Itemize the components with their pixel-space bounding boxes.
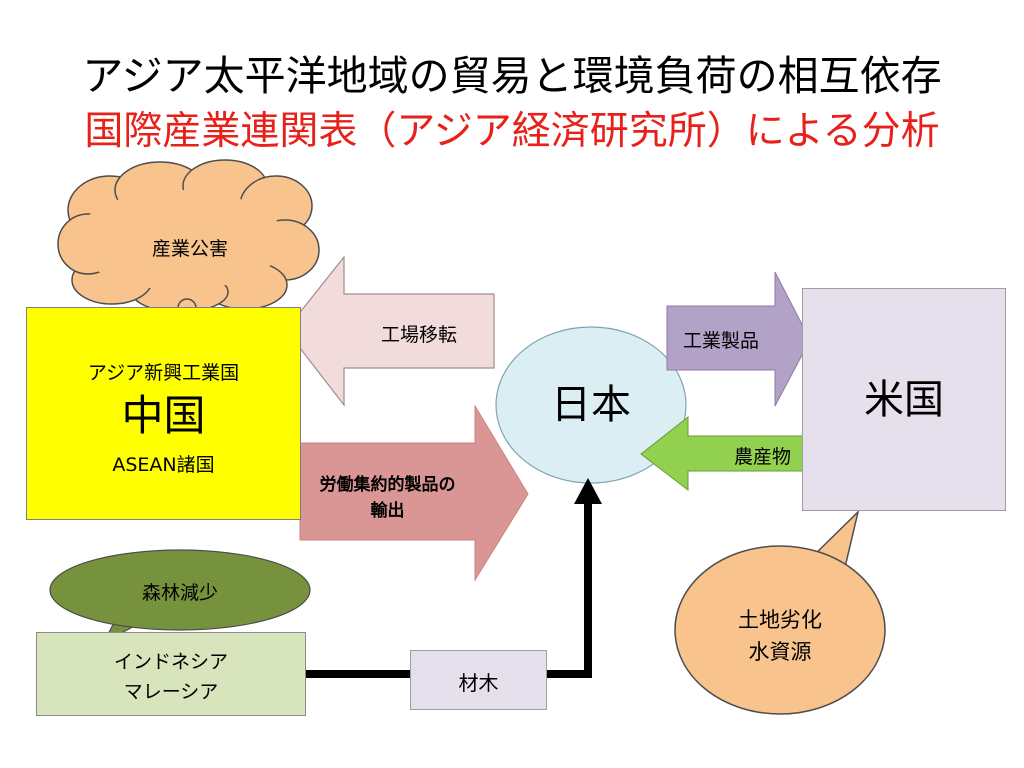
land-degradation-label: 土地劣化 [738, 608, 822, 632]
malaysia-label: マレーシア [123, 681, 219, 703]
japan-ellipse [495, 326, 687, 484]
asean-label: ASEAN諸国 [112, 454, 215, 476]
industrial-products-arrow [666, 271, 811, 407]
agricultural-products-label: 農産物 [733, 446, 791, 468]
deforestation-bubble [49, 549, 311, 644]
industrial-products-label: 工業製品 [682, 330, 759, 352]
timber-box: 材木 [410, 650, 547, 710]
china-asean-box: アジア新興工業国 中国 ASEAN諸国 [26, 307, 301, 520]
land-water-bubble [674, 509, 886, 715]
water-resources-label: 水資源 [748, 640, 812, 664]
timber-flow-arrowhead [574, 478, 602, 504]
slide-subtitle: 国際産業連関表（アジア経済研究所）による分析 [84, 109, 940, 154]
deforestation-label: 森林減少 [141, 582, 218, 604]
usa-box: 米国 [802, 288, 1006, 511]
indonesia-label: インドネシア [113, 651, 228, 673]
usa-label: 米国 [864, 377, 944, 423]
slide-title: アジア太平洋地域の貿易と環境負荷の相互依存 [82, 52, 942, 100]
labor-export-label-line1: 労働集約的製品の [319, 475, 456, 495]
industrial-pollution-label: 産業公害 [151, 238, 228, 260]
timber-label: 材木 [458, 671, 499, 695]
china-label: 中国 [121, 391, 206, 440]
china-box-heading: アジア新興工業国 [87, 362, 240, 384]
labor-export-label-line2: 輸出 [370, 501, 405, 521]
timber-flow-line [306, 498, 592, 678]
factory-transfer-label: 工場移転 [380, 324, 457, 346]
labor-export-arrow [299, 404, 529, 582]
industrial-pollution-cloud [57, 159, 320, 333]
indonesia-malaysia-box: インドネシア マレーシア [36, 632, 306, 716]
japan-label: 日本 [551, 382, 631, 428]
factory-transfer-arrow [285, 255, 495, 407]
